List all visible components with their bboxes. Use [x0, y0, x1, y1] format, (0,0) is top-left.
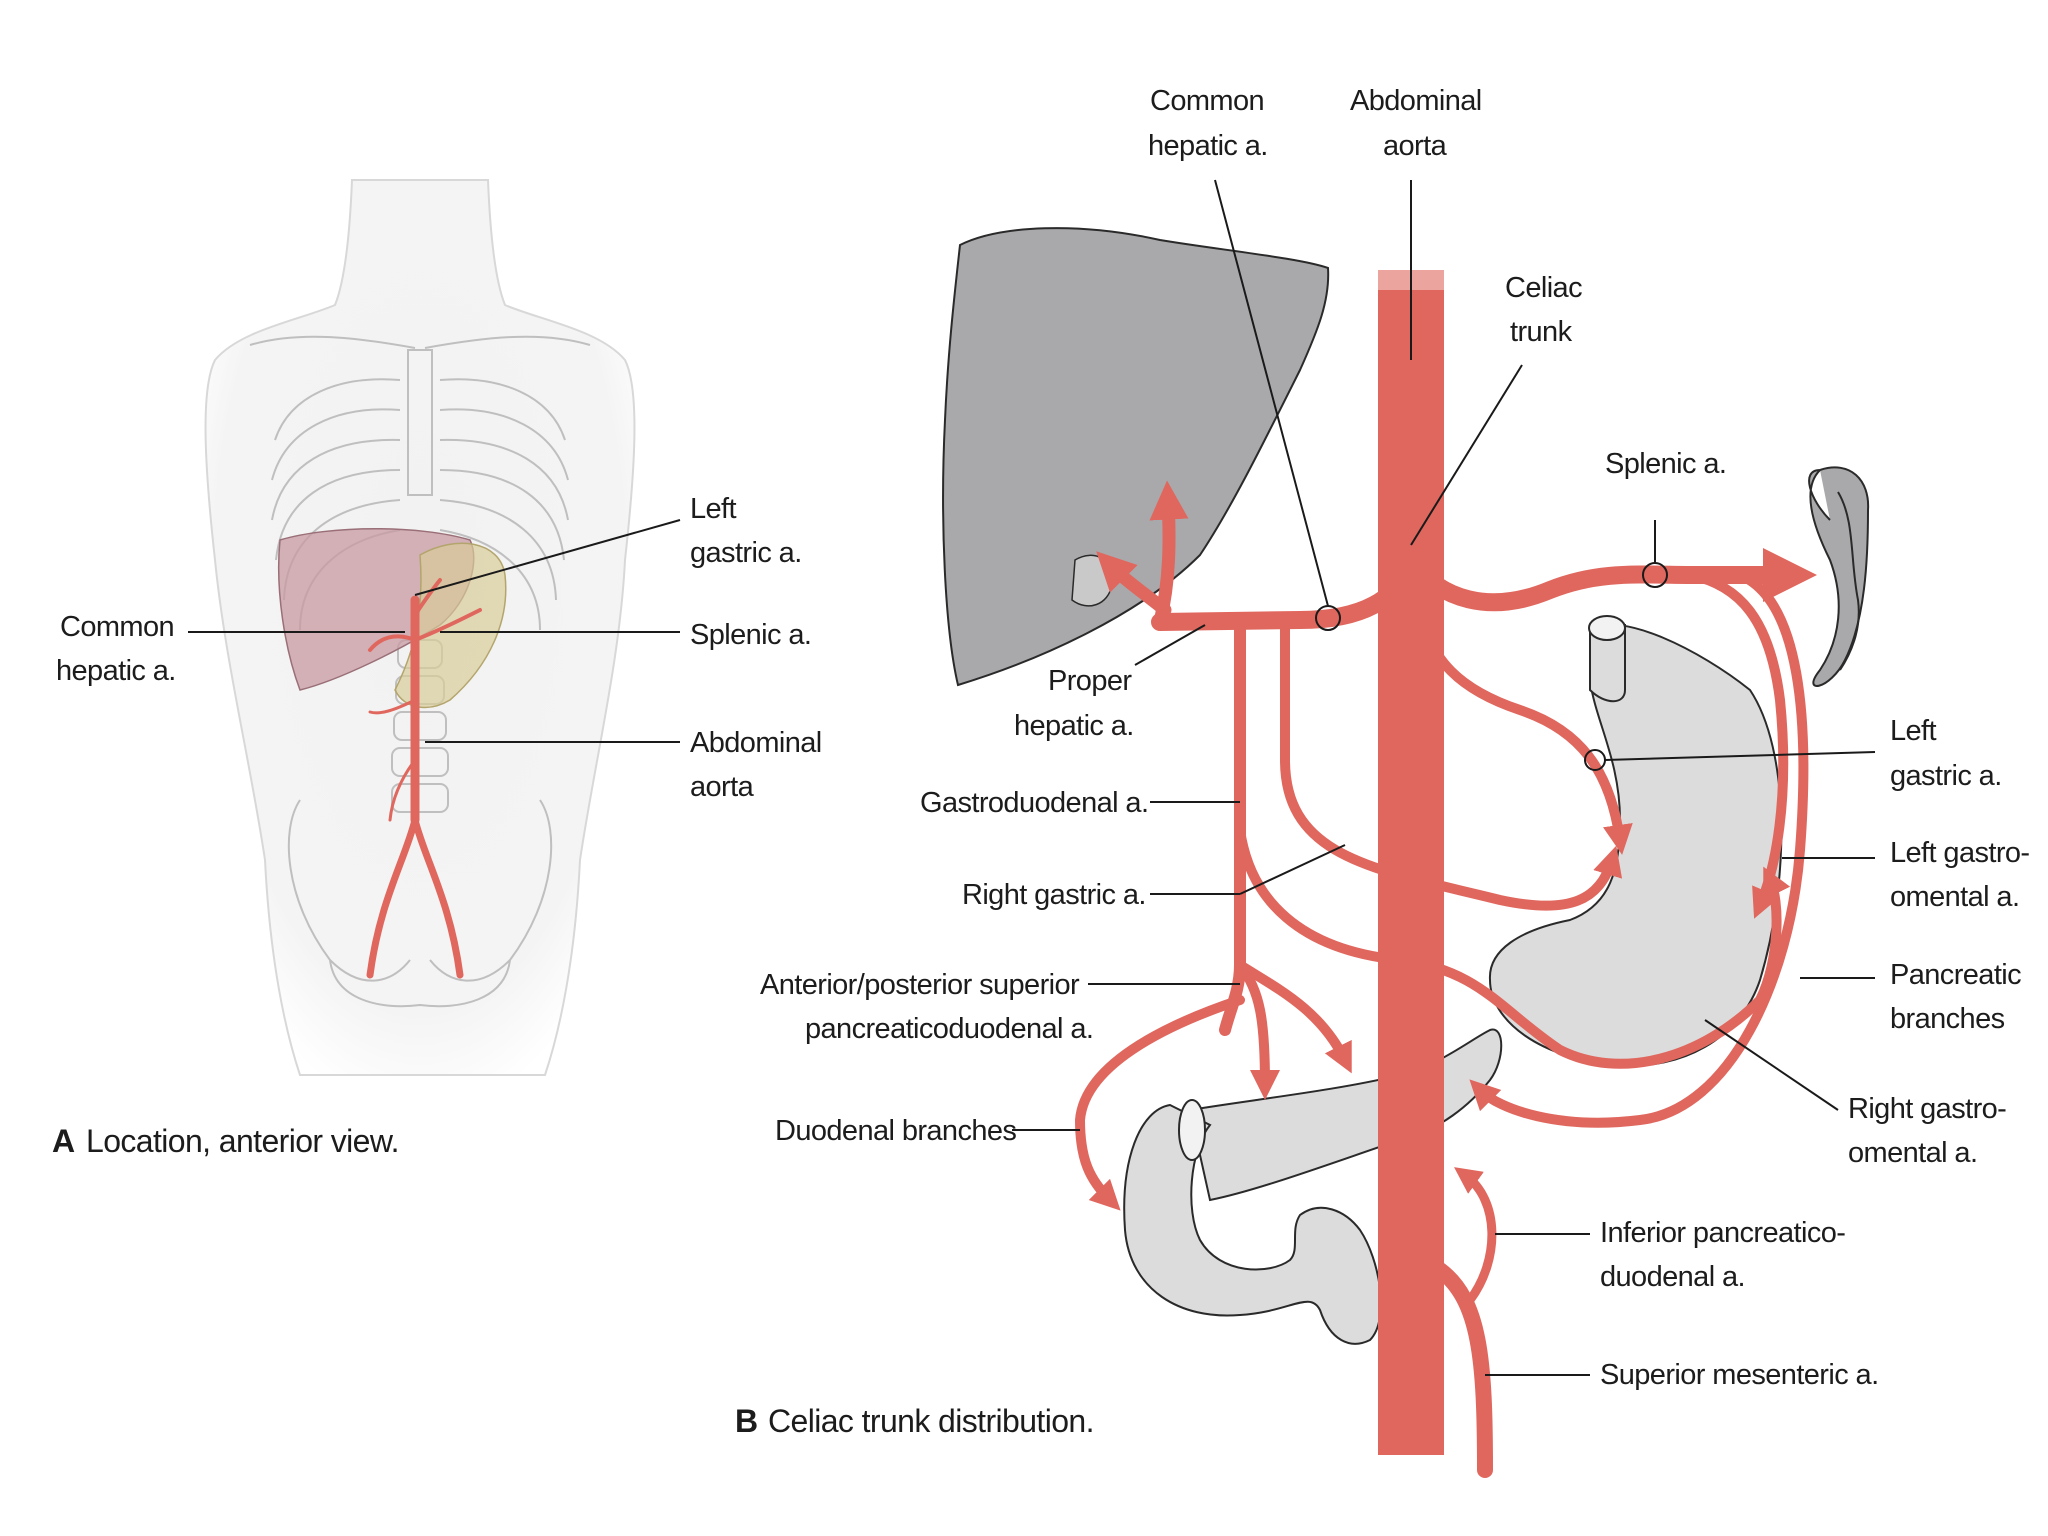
- label-b-pancreatic-branches-1: Pancreatic: [1890, 959, 2021, 991]
- label-b-pancreatic-branches-2: branches: [1890, 1003, 2005, 1035]
- label-b-celiac-trunk-1: Celiac: [1505, 272, 1582, 304]
- label-b-sup-pd-2: pancreaticoduodenal a.: [805, 1013, 1093, 1045]
- liver-b: [942, 227, 1330, 687]
- label-b-inf-pd-2: duodenal a.: [1600, 1261, 1745, 1293]
- label-b-sup-pd-1: Anterior/posterior superior: [760, 969, 1080, 1001]
- label-a-abdominal-aorta-1: Abdominal: [690, 727, 822, 759]
- label-a-abdominal-aorta-2: aorta: [690, 771, 755, 803]
- label-b-inf-pd-1: Inferior pancreatico-: [1600, 1217, 1845, 1249]
- label-b-left-gastro-omental-2: omental a.: [1890, 881, 2019, 913]
- esophagus: [1589, 624, 1626, 703]
- rib-cage: [271, 378, 569, 631]
- label-b-right-gastro-omental-1: Right gastro-: [1848, 1093, 2006, 1125]
- leaders-a: [188, 519, 681, 743]
- arteries-b: [1075, 480, 1817, 1478]
- label-b-superior-mesenteric: Superior mesenteric a.: [1600, 1359, 1879, 1391]
- label-b-gastroduodenal: Gastroduodenal a.: [920, 787, 1148, 819]
- panel-b: Common hepatic a. Abdominal aorta Celiac…: [735, 85, 2030, 1478]
- label-b-celiac-trunk-2: trunk: [1510, 316, 1573, 348]
- arteries-a: [366, 578, 482, 979]
- caption-b-text: Celiac trunk distribution.: [768, 1403, 1094, 1439]
- label-b-proper-hepatic-2: hepatic a.: [1014, 710, 1134, 742]
- label-b-abdominal-aorta-1: Abdominal: [1350, 85, 1482, 117]
- panel-a: Left gastric a. Common hepatic a. Spleni…: [52, 179, 822, 1159]
- label-b-common-hepatic-2: hepatic a.: [1148, 130, 1268, 162]
- label-a-common-hepatic-1: Common: [60, 611, 174, 643]
- label-b-left-gastric-2: gastric a.: [1890, 760, 2002, 792]
- label-b-common-hepatic-1: Common: [1150, 85, 1264, 117]
- label-a-splenic: Splenic a.: [690, 619, 811, 651]
- pelvis: [287, 799, 553, 1008]
- label-b-proper-hepatic-1: Proper: [1048, 665, 1132, 697]
- label-a-left-gastric-1: Left: [690, 493, 737, 525]
- caption-a-text: Location, anterior view.: [86, 1123, 399, 1159]
- leaders-b: [1012, 179, 1876, 1376]
- label-b-right-gastric: Right gastric a.: [962, 879, 1146, 911]
- label-b-left-gastro-omental-1: Left gastro-: [1890, 837, 2030, 869]
- label-b-duodenal-branches: Duodenal branches: [775, 1115, 1016, 1147]
- caption-a-letter: A: [52, 1123, 75, 1159]
- stomach-b: [1488, 623, 1783, 1067]
- label-a-left-gastric-2: gastric a.: [690, 537, 802, 569]
- label-b-left-gastric-1: Left: [1890, 715, 1937, 747]
- label-b-right-gastro-omental-2: omental a.: [1848, 1137, 1977, 1169]
- caption-b-letter: B: [735, 1403, 758, 1439]
- label-a-common-hepatic-2: hepatic a.: [56, 655, 176, 687]
- label-b-abdominal-aorta-2: aorta: [1383, 130, 1448, 162]
- label-b-splenic: Splenic a.: [1605, 448, 1726, 480]
- spleen: [1808, 466, 1870, 687]
